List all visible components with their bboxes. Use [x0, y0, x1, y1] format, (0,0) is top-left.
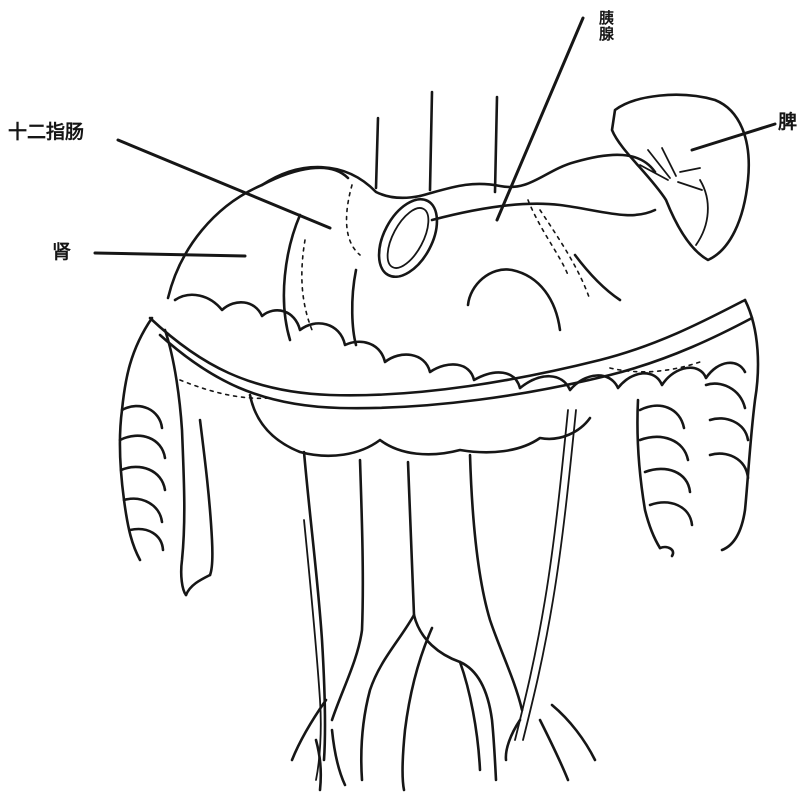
- transverse-colon: [150, 295, 752, 456]
- ureters: [304, 410, 576, 780]
- spleen-leader-line: [692, 124, 775, 150]
- duodenum-outline: [262, 167, 420, 340]
- duodenum-label: 十二指肠: [8, 123, 84, 142]
- iliac-vessels: [292, 700, 595, 790]
- pancreas-label: 胰腺: [598, 10, 613, 42]
- spleen-outline: [612, 95, 749, 260]
- pancreas-leader-line: [497, 18, 583, 220]
- ascending-colon: [120, 318, 213, 595]
- pancreas-outline: [432, 204, 655, 300]
- descending-colon: [637, 300, 758, 556]
- upper-vessels: [376, 92, 497, 192]
- duodenum-leader-line: [118, 140, 330, 228]
- kidney-label: 肾: [52, 243, 71, 262]
- spleen-label: 脾: [778, 113, 797, 132]
- lower-great-vessels: [304, 452, 522, 790]
- kidney-leader-line: [95, 253, 245, 256]
- stomach-outline: [352, 155, 655, 345]
- kidney-outline: [168, 168, 348, 298]
